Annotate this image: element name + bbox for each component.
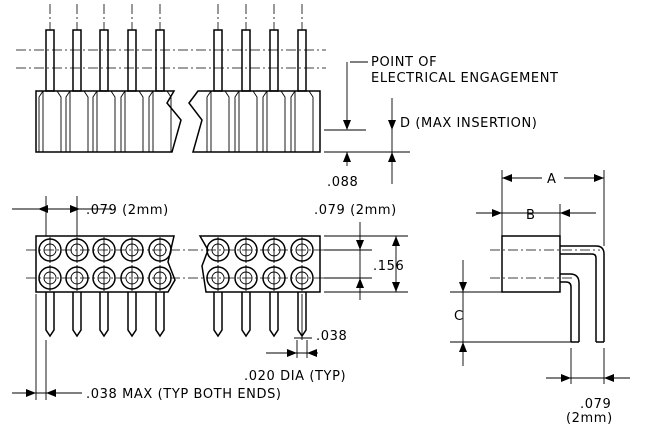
label-electrical-engagement: ELECTRICAL ENGAGEMENT: [371, 71, 559, 86]
label-088: .088: [327, 175, 358, 190]
side-pin-outer-b: [560, 253, 597, 342]
front-pin: [45, 292, 55, 338]
front-pin: [213, 292, 223, 338]
top-pin: [241, 29, 251, 92]
side-pin-outer-a: [560, 245, 605, 342]
front-contacts: [26, 237, 330, 291]
top-contact-collar: [148, 90, 172, 152]
side079-arrow-a: [561, 374, 571, 382]
d-arrowhead-bottom: [388, 152, 396, 162]
d-arrowhead-top: [388, 120, 396, 130]
top-contact-collar: [262, 90, 286, 152]
side079-arrow-b: [604, 374, 614, 382]
label-020-dia: .020 DIA (TYP): [244, 369, 346, 384]
c-arrow-bottom: [459, 342, 467, 352]
pitch-arrow-a: [38, 205, 48, 213]
b-arrow-right: [560, 209, 570, 217]
label-038-max: .038 MAX (TYP BOTH ENDS): [86, 387, 282, 402]
top-pin: [72, 29, 82, 92]
front-body-left: [35, 235, 176, 293]
a-arrow-left: [502, 174, 512, 182]
side-body: [501, 235, 561, 293]
top-pin: [213, 29, 223, 92]
front-pin: [99, 292, 109, 338]
pitch-arrow-b: [70, 205, 80, 213]
label-038: .038: [316, 329, 347, 344]
front-pin: [72, 292, 82, 338]
d156-arrow-bottom: [392, 282, 400, 292]
label-079-top: .079 (2mm): [314, 203, 397, 218]
side-pin-inner-a: [560, 273, 580, 342]
top-view-pins: [16, 4, 326, 92]
label-point-of: POINT OF: [371, 55, 437, 70]
row-pitch-arrow-b: [356, 278, 364, 288]
d088-arrowhead: [343, 152, 351, 162]
a-label-mask: [542, 168, 564, 184]
top-contact-collar: [234, 90, 258, 152]
front-pin: [127, 292, 137, 338]
max-arrow-a: [26, 389, 36, 397]
label-b: B: [526, 208, 536, 223]
label-d-max-insertion: D (MAX INSERTION): [400, 116, 537, 131]
side-view: A B C .079 (2mm): [450, 168, 630, 426]
top-pin: [155, 29, 165, 92]
dia-arrow-a: [287, 349, 297, 357]
max-arrow-b: [46, 389, 56, 397]
d156-arrow-top: [392, 236, 400, 246]
label-079-left: .079 (2mm): [86, 203, 169, 218]
a-arrow-right: [594, 174, 604, 182]
top-contact-collar: [290, 90, 314, 152]
top-pin: [127, 29, 137, 92]
front-pin: [155, 292, 165, 338]
engagement-arrowhead: [343, 120, 351, 130]
top-view: POINT OF ELECTRICAL ENGAGEMENT D (MAX IN…: [16, 4, 559, 190]
top-pin: [297, 29, 307, 92]
top-contact-collar: [206, 90, 230, 152]
front-pin: [269, 292, 279, 338]
top-contact-collar: [65, 90, 89, 152]
top-contact-collar: [120, 90, 144, 152]
top-body-details: [38, 90, 314, 152]
top-contact-collar: [38, 90, 62, 152]
front-view: .079 (2mm) .079 (2mm) .156 .038 .020 DIA…: [12, 196, 408, 402]
front-pin: [241, 292, 251, 338]
top-pin: [99, 29, 109, 92]
top-contact-collar: [92, 90, 116, 152]
c-arrow-top: [459, 282, 467, 292]
label-079-side: .079: [580, 397, 611, 412]
row-pitch-arrow-a: [356, 240, 364, 250]
dia-arrow-b: [307, 349, 317, 357]
front-view-pins: [45, 292, 307, 338]
b-arrow-left: [492, 209, 502, 217]
top-pin: [45, 29, 55, 92]
label-a: A: [547, 172, 557, 187]
side-pin-inner-b: [560, 281, 572, 342]
top-body-right: [188, 90, 321, 153]
top-body-left: [35, 90, 182, 153]
label-2mm-side: (2mm): [566, 411, 613, 426]
label-c: C: [454, 309, 464, 324]
top-pin: [269, 29, 279, 92]
label-156: .156: [373, 259, 404, 274]
